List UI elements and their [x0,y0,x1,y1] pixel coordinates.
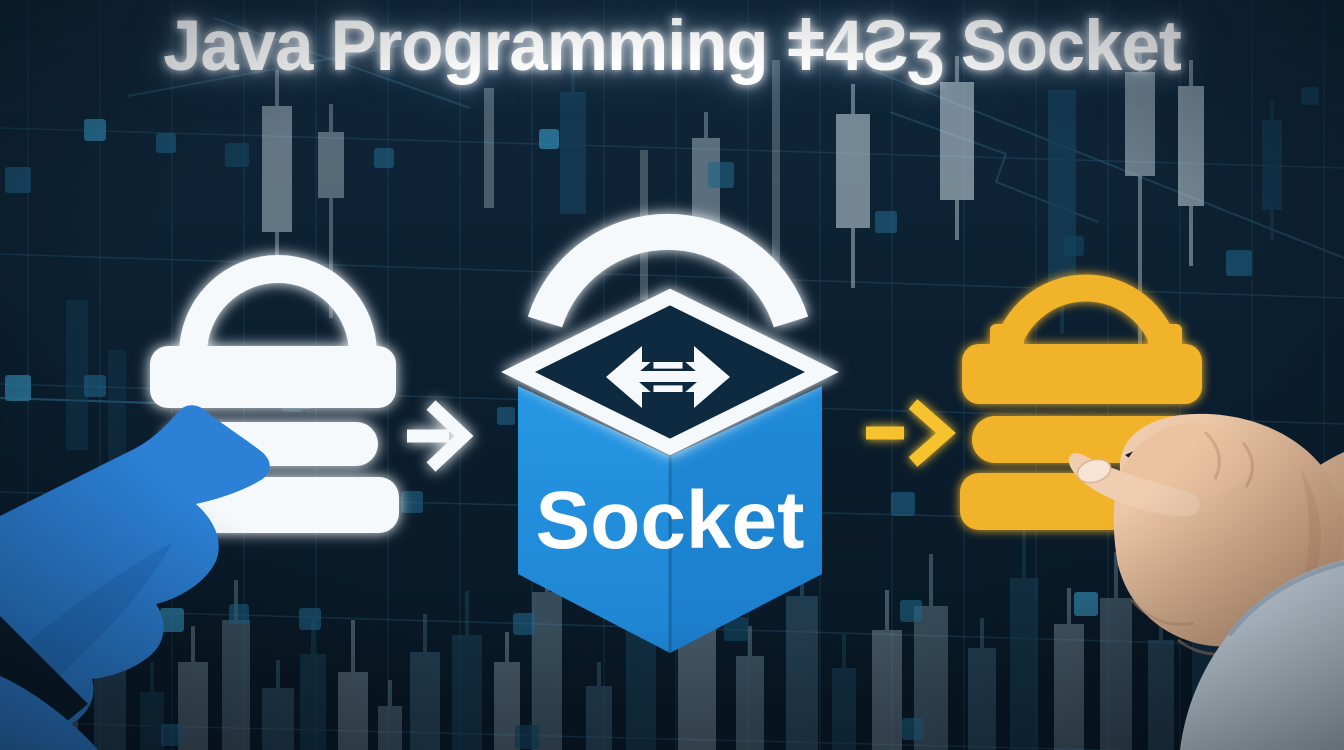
blue-gloved-hand [0,405,270,750]
video-title: Java Programming ǂ4Ƨʒ Socket [163,7,1182,86]
stack-bar-top [150,346,396,408]
stack-handle-arc [992,274,1180,356]
white-right-arrow-icon [407,400,474,472]
socket-exchange-box-icon: Socket [501,213,839,653]
box-label: Socket [536,475,805,566]
stack-bar-top [962,344,1202,404]
yellow-right-arrow-icon [866,399,956,467]
human-hand-with-cuff [1068,413,1344,750]
stack-handle-arc [179,255,377,355]
